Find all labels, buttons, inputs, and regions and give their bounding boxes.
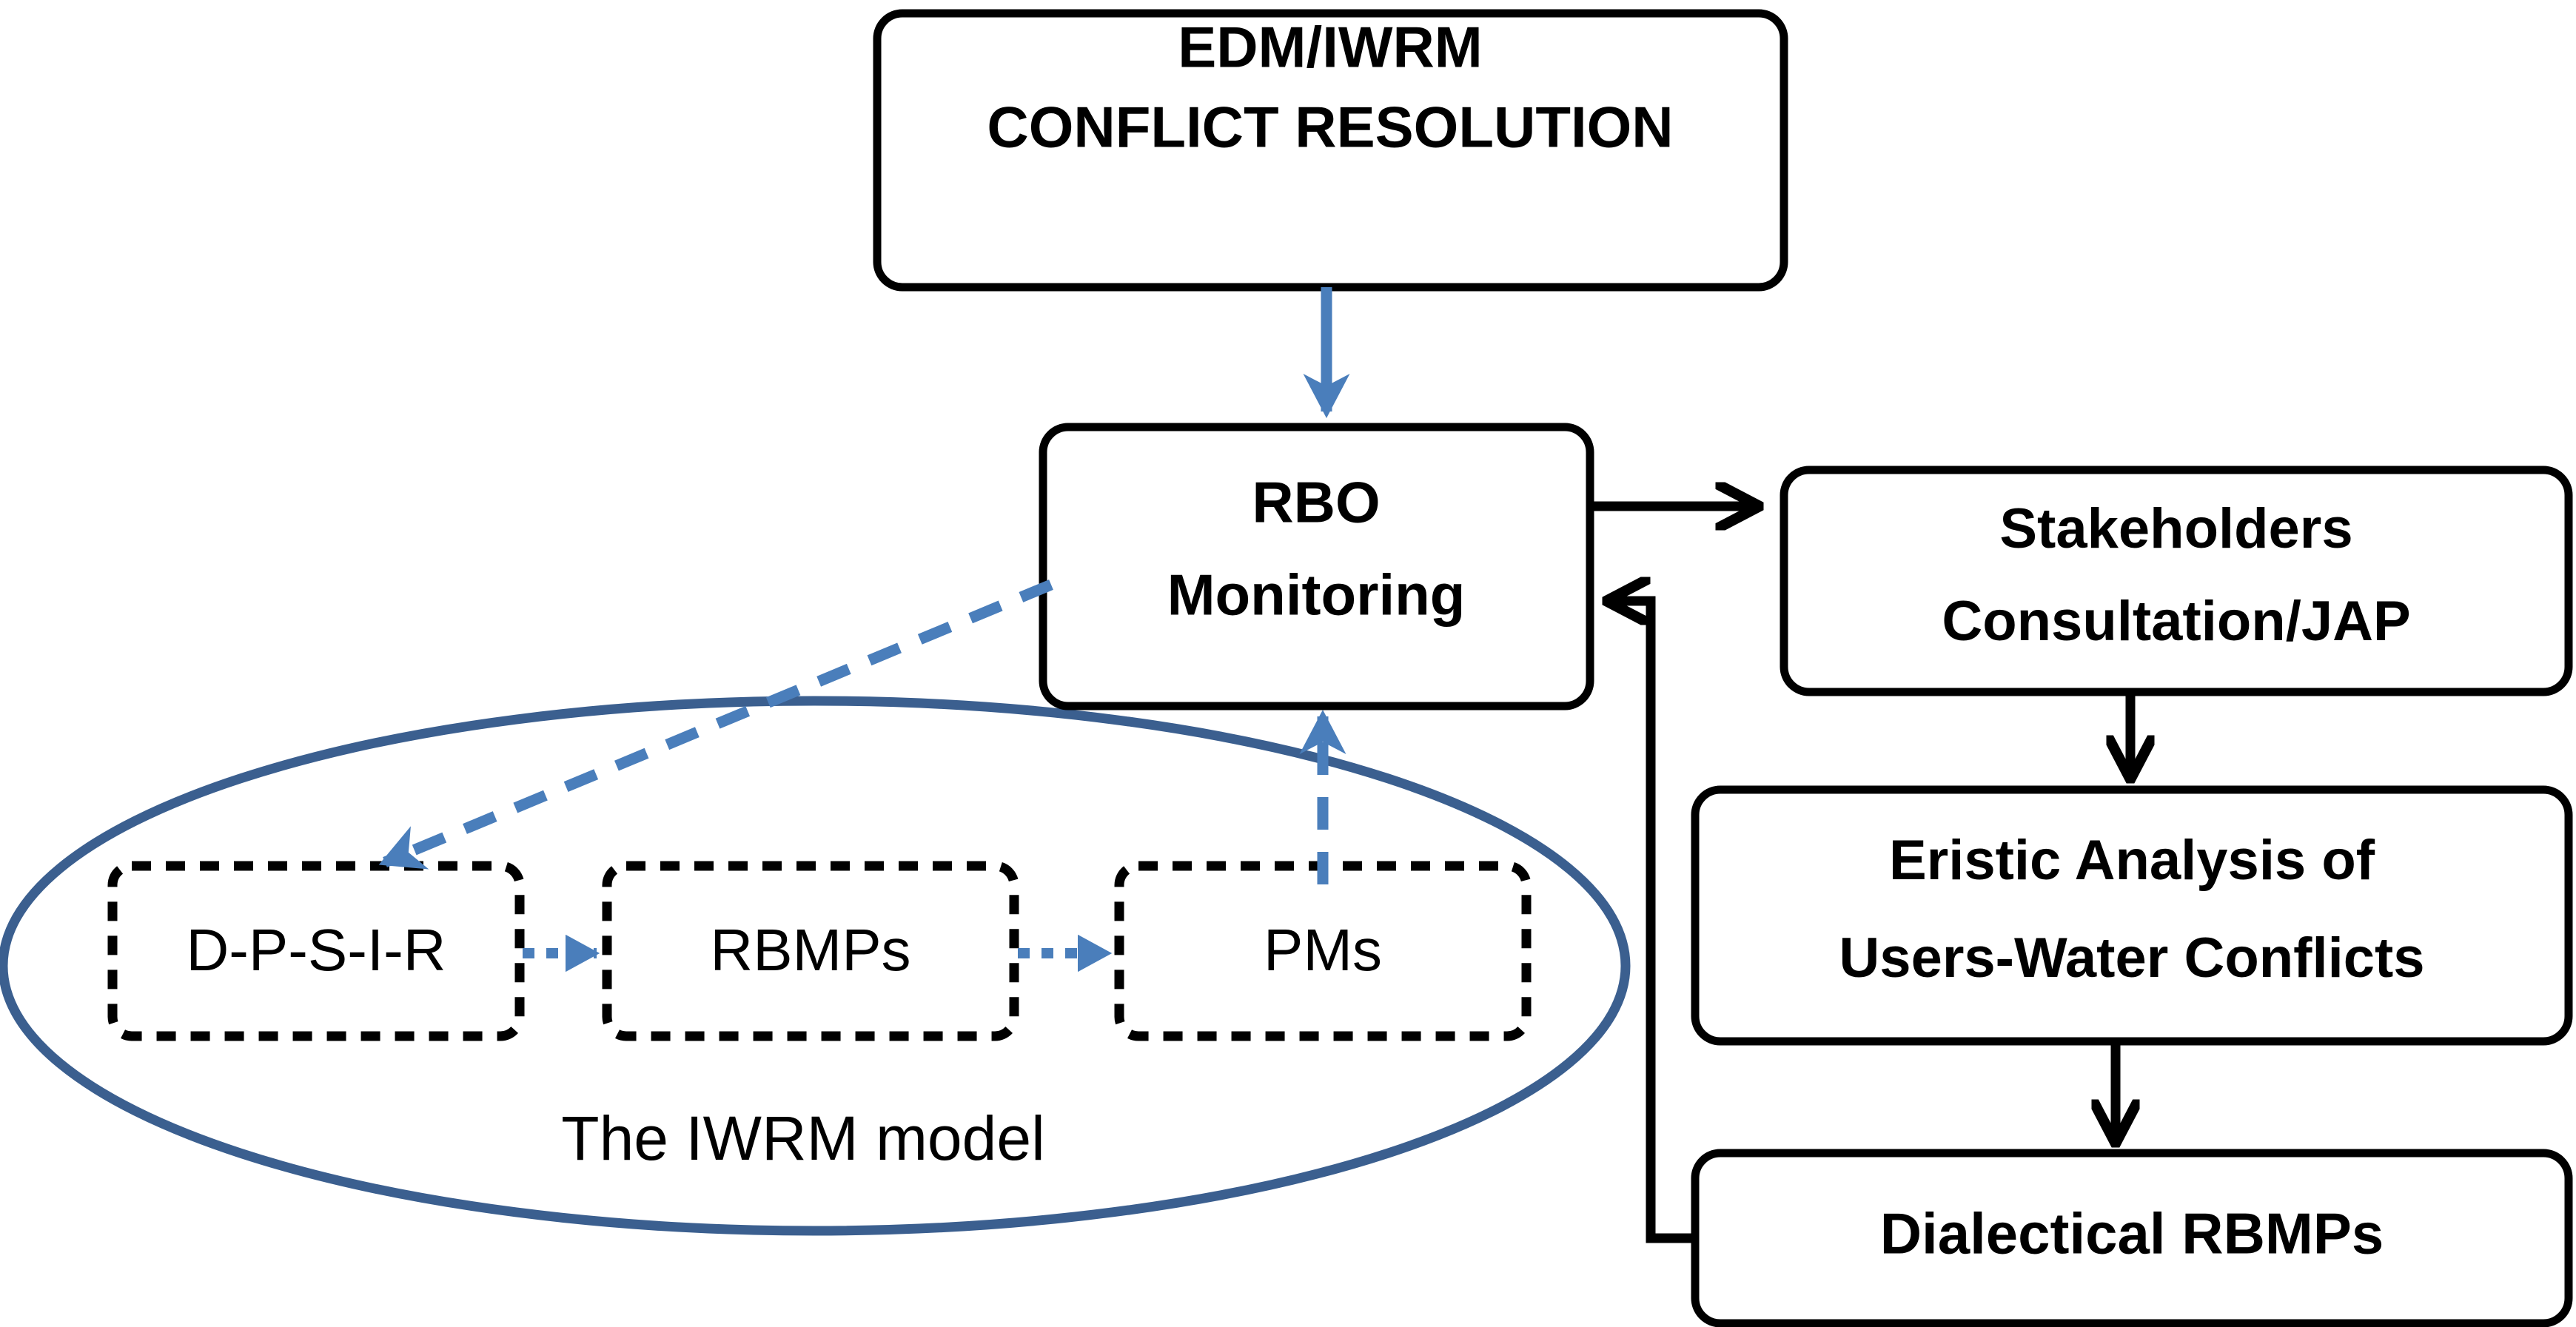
edm-iwrm-label-line2: CONFLICT RESOLUTION xyxy=(987,95,1673,160)
pms-label: PMs xyxy=(1264,917,1382,983)
stakeholders-label-line1: Stakeholders xyxy=(1999,497,2352,560)
dpsir-label: D-P-S-I-R xyxy=(186,917,446,983)
eristic-label-line2: Users-Water Conflicts xyxy=(1839,927,2424,990)
dpsir-box[interactable] xyxy=(107,861,525,1041)
stakeholders-label-line2: Consultation/JAP xyxy=(1942,590,2410,653)
rbo-monitoring-label-line2: Monitoring xyxy=(1167,562,1466,628)
iwrm-model-ellipse xyxy=(0,696,1631,1236)
eristic-analysis-box[interactable] xyxy=(1691,785,2573,1046)
rbo-monitoring-box[interactable] xyxy=(1039,423,1594,710)
stakeholders-consultation-box[interactable] xyxy=(1780,466,2573,696)
rbo-monitoring-label-line1: RBO xyxy=(1252,470,1380,535)
edge-dialectical-to-rbo xyxy=(1610,601,1695,1243)
edge-rbo-to-dpsir xyxy=(378,579,1053,870)
edm-iwrm-label-line1: EDM/IWRM xyxy=(1178,15,1483,80)
dialectical-label: Dialectical RBMPs xyxy=(1880,1201,2384,1266)
rbmps-label: RBMPs xyxy=(710,917,910,983)
iwrm-model-label: The IWRM model xyxy=(561,1103,1044,1173)
eristic-label-line1: Eristic Analysis of xyxy=(1889,829,2375,892)
rbmps-box[interactable] xyxy=(602,861,1019,1041)
